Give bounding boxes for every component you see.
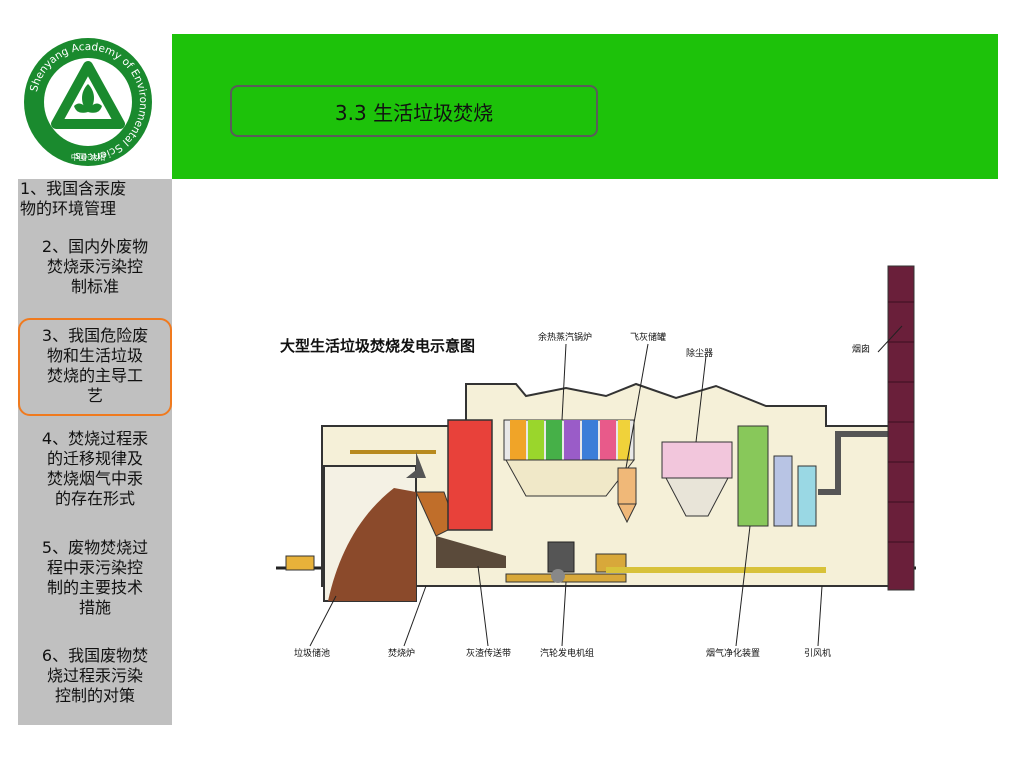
- label-turbine: 汽轮发电机组: [540, 647, 594, 659]
- sidebar-item-control-policy[interactable]: 6、我国废物焚 烧过程汞污染 控制的对策: [18, 646, 172, 706]
- incineration-plant-diagram: 大型生活垃圾焚烧发电示意图: [266, 256, 940, 662]
- sidebar-line: 程中汞污染控: [46, 558, 143, 577]
- label-ash-conveyor: 灰渣传送带: [466, 647, 511, 659]
- sidebar-item-mercury-waste-management[interactable]: 1、我国含汞废 物的环境管理: [18, 179, 172, 219]
- label-ash-tank: 飞灰储罐: [630, 331, 666, 343]
- sidebar-line: 焚烧烟气中汞: [46, 469, 143, 488]
- label-waste-pit: 垃圾储池: [294, 647, 330, 659]
- label-furnace: 焚烧炉: [388, 647, 415, 659]
- sidebar-line: 物的环境管理: [20, 199, 117, 218]
- sidebar: 1、我国含汞废 物的环境管理 2、国内外废物 焚烧汞污染控 制标准 3、我国危险…: [18, 179, 172, 725]
- sidebar-line: 制的主要技术: [46, 578, 143, 597]
- sidebar-line: 措施: [78, 598, 111, 617]
- sidebar-line: 1、我国含汞废: [20, 179, 127, 198]
- sidebar-line: 6、我国废物焚: [41, 646, 149, 665]
- label-induced-fan: 引风机: [804, 647, 831, 659]
- label-gas-cleaning: 烟气净化装置: [706, 647, 760, 659]
- sidebar-line: 的存在形式: [54, 489, 135, 508]
- label-chimney: 烟囱: [852, 343, 870, 355]
- sidebar-line: 制标准: [70, 277, 119, 296]
- sidebar-line: 4、焚烧过程汞: [41, 429, 149, 448]
- title-box: 3.3 生活垃圾焚烧: [230, 85, 598, 137]
- sidebar-line: 控制的对策: [54, 686, 135, 705]
- sidebar-item-mercury-migration[interactable]: 4、焚烧过程汞 的迁移规律及 焚烧烟气中汞 的存在形式: [18, 429, 172, 509]
- sidebar-item-main-process[interactable]: 3、我国危险废 物和生活垃圾 焚烧的主导工 艺: [18, 318, 172, 416]
- sidebar-line: 的迁移规律及: [46, 449, 143, 468]
- diagram-title: 大型生活垃圾焚烧发电示意图: [280, 337, 475, 355]
- sidebar-line: 物和生活垃圾: [46, 346, 143, 365]
- academy-logo: Shenyang Academy of Environmental Scienc…: [22, 36, 154, 168]
- sidebar-line: 3、我国危险废: [41, 326, 149, 345]
- sidebar-line: 5、废物焚烧过: [41, 538, 149, 557]
- sidebar-line: 焚烧汞污染控: [46, 257, 143, 276]
- sidebar-line: 焚烧的主导工: [46, 366, 143, 385]
- label-dust-collector: 除尘器: [686, 347, 713, 359]
- sidebar-item-control-techniques[interactable]: 5、废物焚烧过 程中汞污染控 制的主要技术 措施: [18, 538, 172, 618]
- sidebar-item-incineration-standards[interactable]: 2、国内外废物 焚烧汞污染控 制标准: [18, 237, 172, 297]
- label-boiler: 余热蒸汽锅炉: [538, 331, 592, 343]
- sidebar-line: 烧过程汞污染: [46, 666, 143, 685]
- page-title: 3.3 生活垃圾焚烧: [334, 100, 494, 125]
- sidebar-line: 2、国内外废物: [41, 237, 149, 256]
- logo-bottom-text: 中国·沈阳: [71, 152, 106, 162]
- sidebar-line: 艺: [86, 386, 103, 405]
- header-banner: [172, 34, 998, 179]
